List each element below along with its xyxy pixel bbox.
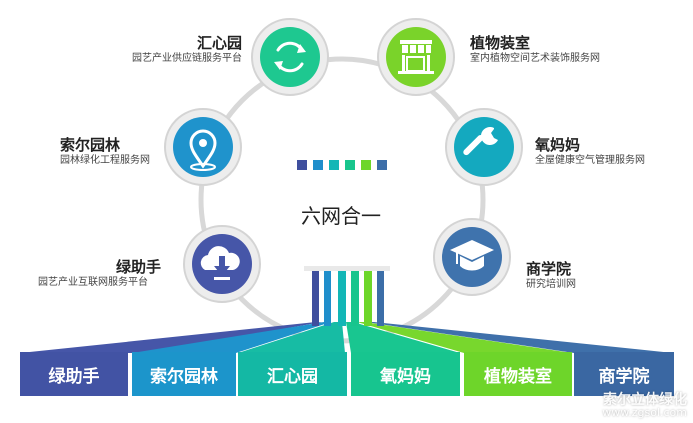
node-desc: 全屋健康空气管理服务网 bbox=[535, 155, 645, 166]
node-name: 植物装室 bbox=[470, 34, 531, 52]
node-desc: 园艺产业供应链服务平台 bbox=[132, 53, 242, 64]
storefront-icon bbox=[398, 40, 434, 74]
funnel-wedges bbox=[20, 322, 673, 353]
node-name: 商学院 bbox=[526, 260, 572, 278]
label-yangmama: 氧妈妈 全屋健康空气管理服务网 bbox=[535, 136, 645, 168]
node-suoeryuanlin[interactable] bbox=[164, 108, 242, 186]
node-name: 索尔园林 bbox=[60, 136, 121, 154]
label-zhiwuzhuangshi: 植物装室 室内植物空间艺术装饰服务网 bbox=[470, 34, 600, 66]
node-name: 汇心园 bbox=[196, 34, 242, 52]
wedge-shangxueyuan bbox=[366, 322, 673, 353]
node-zhiwuzhuangshi[interactable] bbox=[377, 18, 455, 96]
tab-shangxueyuan[interactable]: 商学院 bbox=[574, 352, 674, 396]
tab-lvzhushou[interactable]: 绿助手 bbox=[20, 352, 128, 396]
node-desc: 园林绿化工程服务网 bbox=[60, 155, 150, 166]
node-shangxueyuan[interactable] bbox=[433, 218, 511, 296]
wedge-huixinyuan bbox=[238, 322, 345, 353]
watermark-title: 索尔立体绿化 bbox=[603, 392, 687, 408]
map-pin-icon bbox=[189, 129, 217, 171]
node-huixinyuan[interactable] bbox=[251, 18, 329, 96]
node-yangmama[interactable] bbox=[445, 108, 523, 186]
graduation-cap-icon bbox=[450, 240, 494, 271]
tab-suoeryuanlin[interactable]: 索尔园林 bbox=[132, 352, 236, 396]
node-desc: 室内植物空间艺术装饰服务网 bbox=[470, 53, 600, 64]
tab-zhiwuzhuangshi[interactable]: 植物装室 bbox=[464, 352, 572, 396]
node-name: 氧妈妈 bbox=[535, 136, 581, 154]
watermark-url: www.zgsol.com bbox=[602, 406, 687, 419]
label-lvzhushou: 绿助手 园艺产业互联网服务平台 bbox=[38, 258, 161, 290]
label-suoeryuanlin: 索尔园林 园林绿化工程服务网 bbox=[60, 136, 150, 168]
center-title: 六网合一 bbox=[301, 204, 381, 228]
refresh-arrows-icon bbox=[274, 41, 306, 73]
node-desc: 研究培训网 bbox=[526, 279, 576, 290]
cloud-download-icon bbox=[200, 246, 240, 280]
wrench-icon bbox=[463, 127, 498, 156]
label-shangxueyuan: 商学院 研究培训网 bbox=[526, 260, 576, 292]
wedge-lvzhushou bbox=[20, 322, 322, 353]
node-name: 绿助手 bbox=[116, 258, 162, 276]
bundle-bars bbox=[304, 266, 390, 326]
tab-huixinyuan[interactable]: 汇心园 bbox=[238, 352, 347, 396]
label-huixinyuan: 汇心园 园艺产业供应链服务平台 bbox=[80, 34, 242, 66]
node-desc: 园艺产业互联网服务平台 bbox=[38, 277, 148, 288]
wedge-suoeryuanlin bbox=[132, 322, 331, 353]
wedge-yangmama bbox=[346, 322, 460, 353]
node-lvzhushou[interactable] bbox=[183, 225, 261, 303]
tab-yangmama[interactable]: 氧妈妈 bbox=[351, 352, 460, 396]
center-squares bbox=[297, 160, 387, 170]
wedge-zhiwuzhuangshi bbox=[357, 322, 572, 353]
